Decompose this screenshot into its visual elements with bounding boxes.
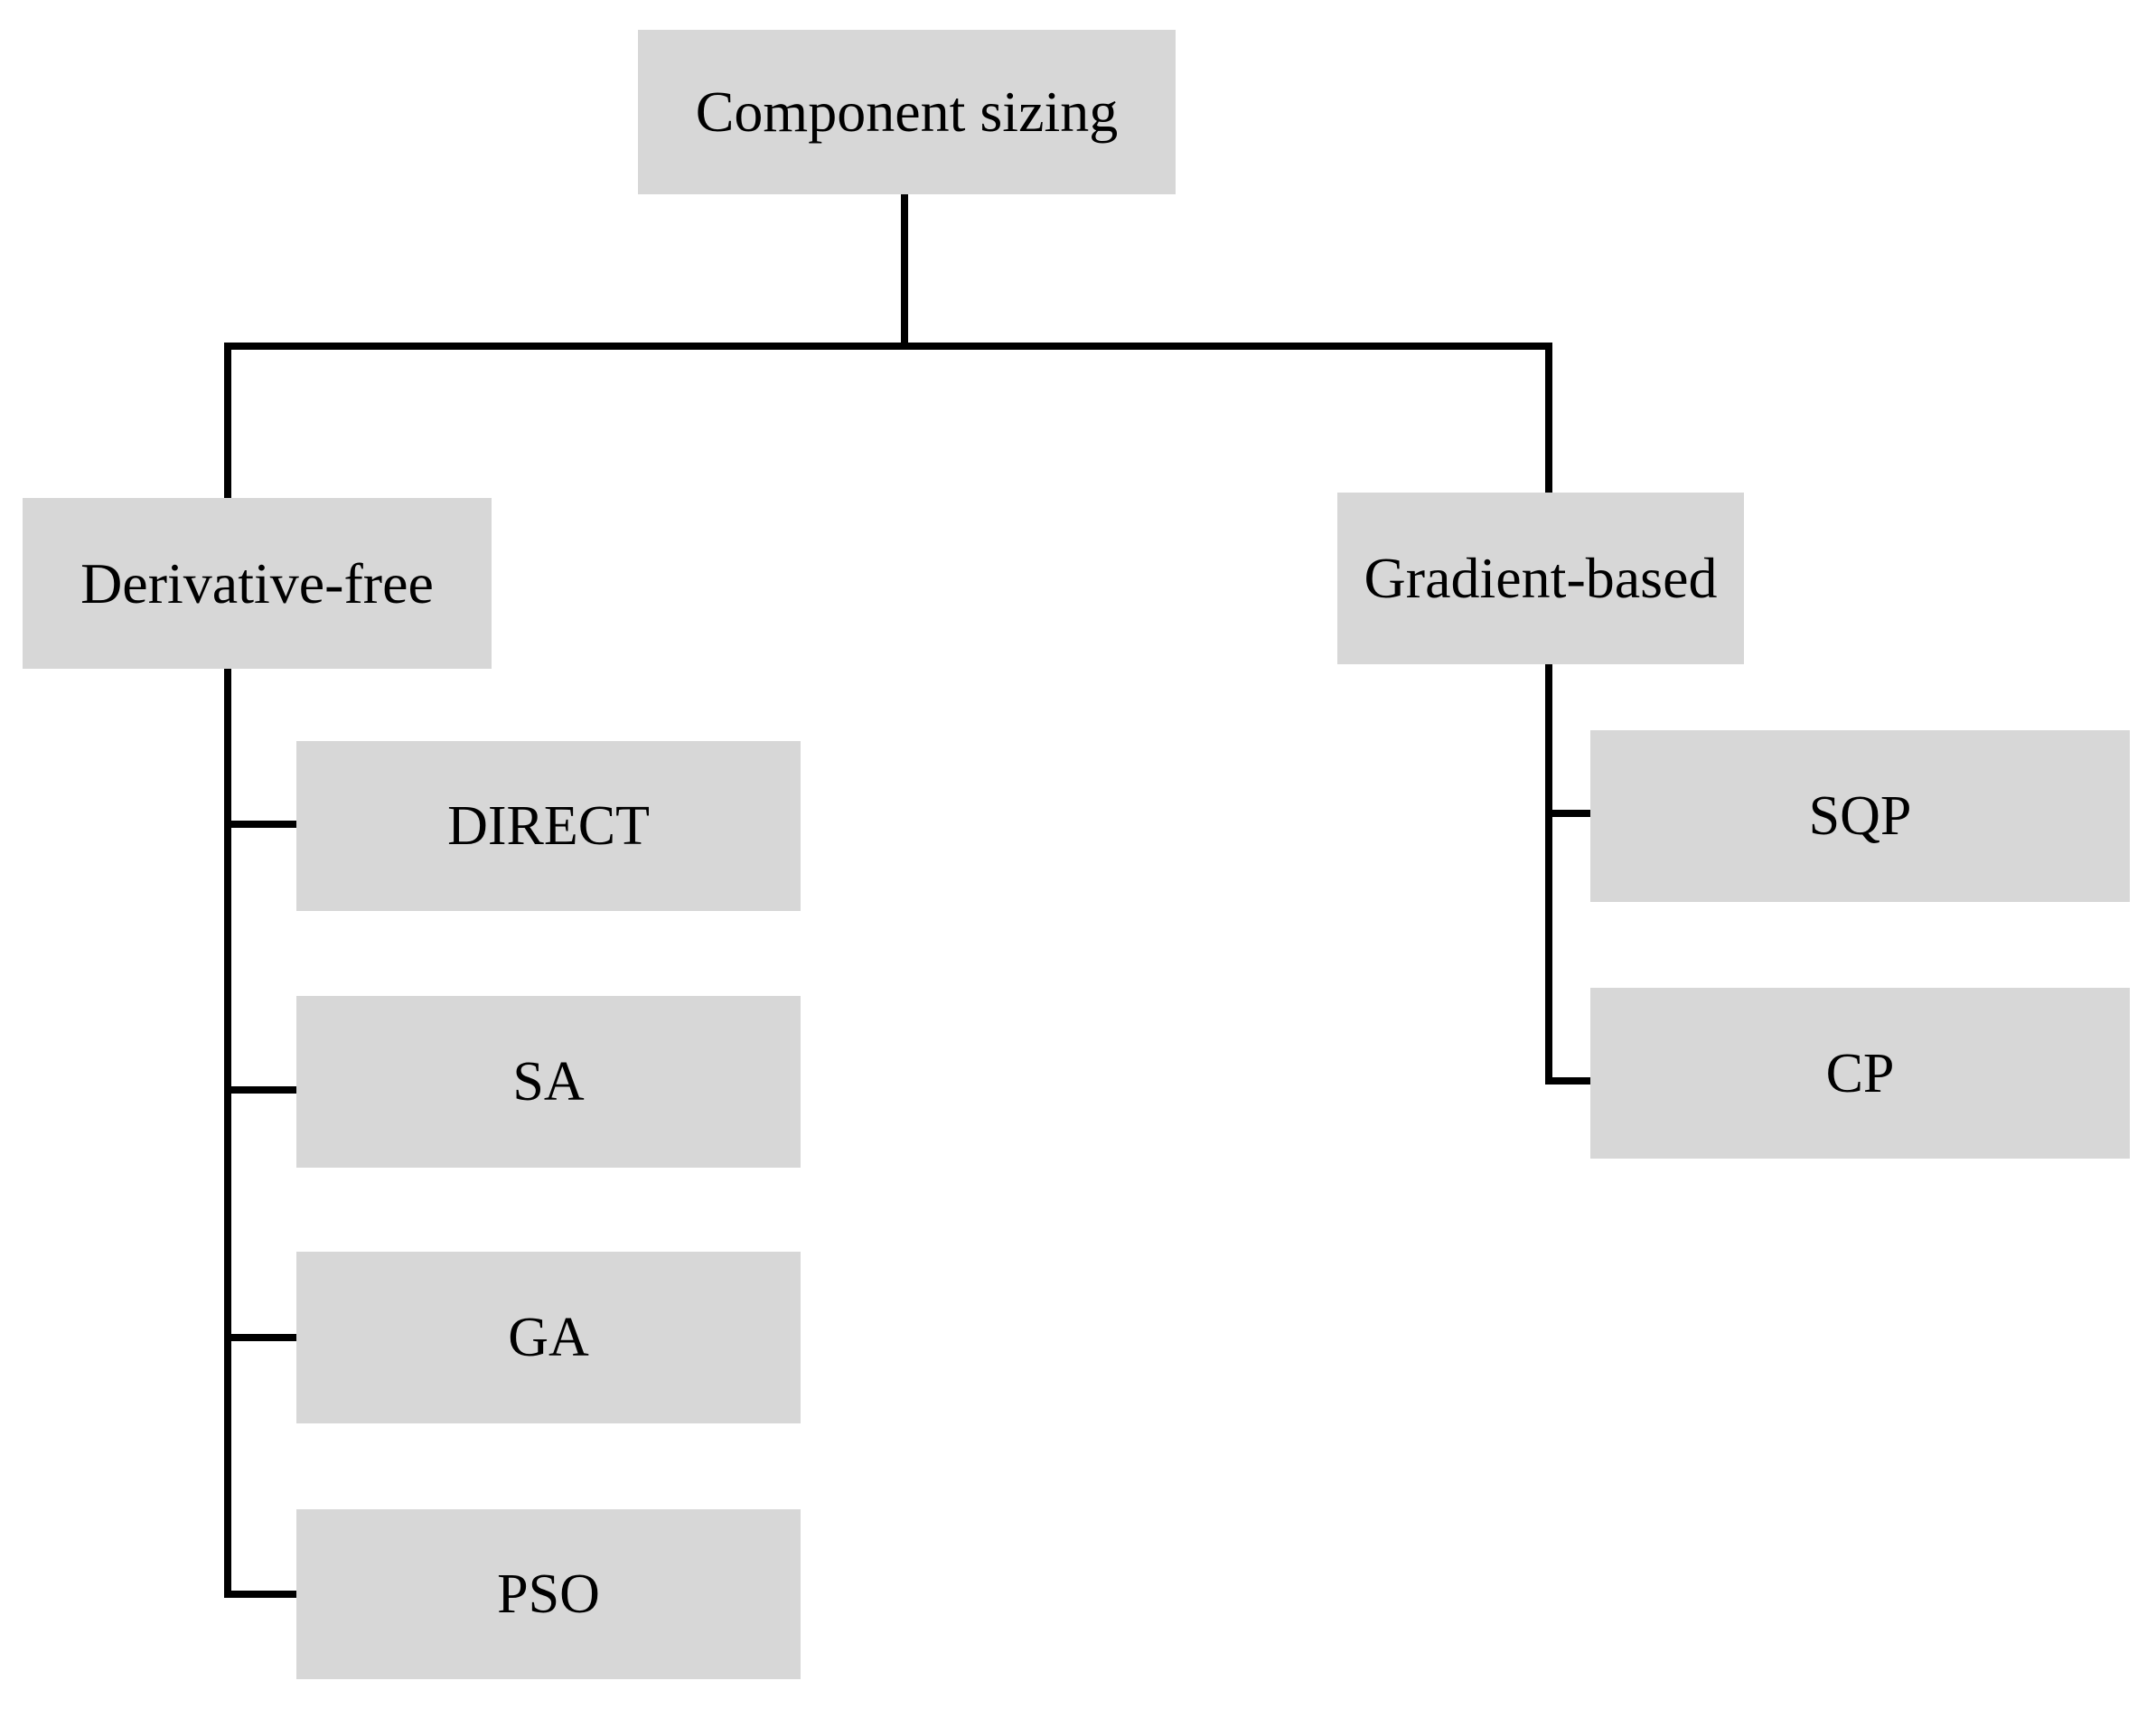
node-label-gradient-based: Gradient-based bbox=[1364, 546, 1718, 610]
node-sa: SA bbox=[296, 996, 801, 1168]
node-direct: DIRECT bbox=[296, 741, 801, 911]
node-label-derivative-free: Derivative-free bbox=[80, 550, 434, 615]
edge-stub-direct bbox=[224, 821, 300, 828]
node-label-component-sizing: Component sizing bbox=[695, 80, 1119, 144]
edge-stub-sqp bbox=[1545, 810, 1594, 817]
node-label-sqp: SQP bbox=[1808, 785, 1912, 847]
node-sqp: SQP bbox=[1590, 730, 2130, 902]
node-derivative-free: Derivative-free bbox=[23, 498, 492, 669]
edge-spine-derivative-free bbox=[224, 669, 231, 1598]
node-label-cp: CP bbox=[1825, 1042, 1895, 1104]
edge-split-bar bbox=[224, 343, 1552, 350]
node-gradient-based: Gradient-based bbox=[1337, 493, 1744, 664]
node-cp: CP bbox=[1590, 988, 2130, 1159]
edge-root-stem bbox=[901, 194, 908, 346]
node-label-direct: DIRECT bbox=[447, 795, 650, 857]
node-label-pso: PSO bbox=[497, 1563, 600, 1625]
edge-drop-to-gradient-based bbox=[1545, 343, 1552, 493]
node-ga: GA bbox=[296, 1252, 801, 1423]
node-component-sizing: Component sizing bbox=[638, 30, 1176, 194]
edge-drop-to-derivative-free bbox=[224, 343, 231, 498]
node-pso: PSO bbox=[296, 1509, 801, 1679]
edge-stub-pso bbox=[224, 1591, 300, 1598]
edge-stub-cp bbox=[1545, 1077, 1594, 1085]
edge-spine-gradient-based bbox=[1545, 664, 1552, 1085]
node-label-sa: SA bbox=[512, 1051, 585, 1113]
edge-stub-ga bbox=[224, 1334, 300, 1341]
node-label-ga: GA bbox=[508, 1307, 589, 1368]
edge-stub-sa bbox=[224, 1086, 300, 1094]
